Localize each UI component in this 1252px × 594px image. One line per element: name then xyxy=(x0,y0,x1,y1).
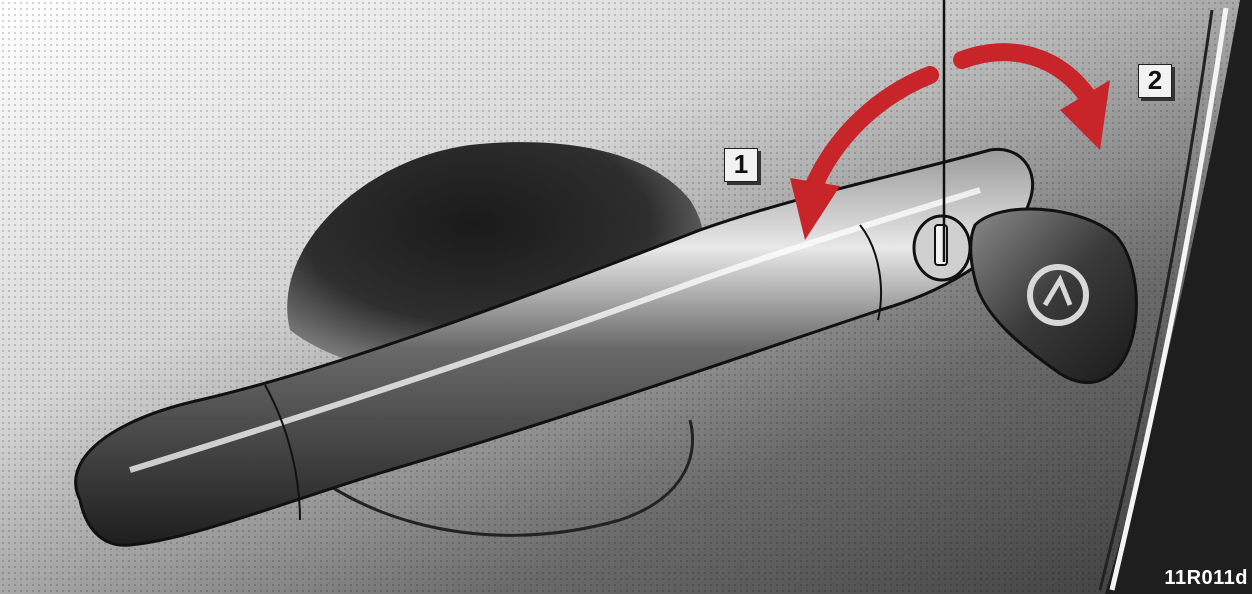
callout-counterclockwise: 1 xyxy=(724,148,758,182)
callout-clockwise: 2 xyxy=(1138,64,1172,98)
figure-code: 11R011d xyxy=(1164,567,1248,590)
